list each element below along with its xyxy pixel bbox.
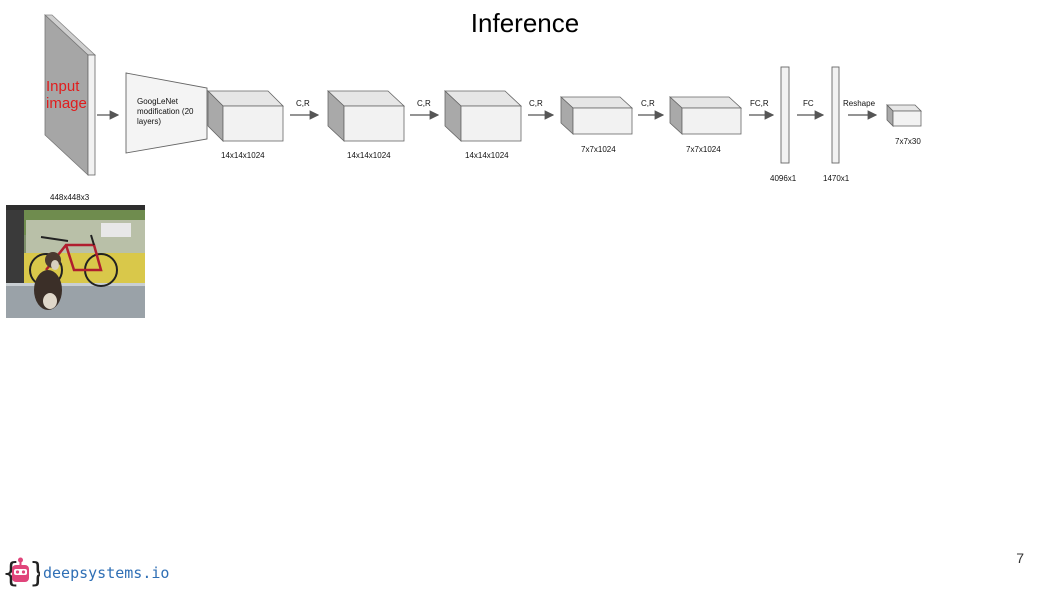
conv-block-5	[668, 96, 743, 135]
conv-block-3	[443, 90, 523, 142]
op-label: C,R	[529, 99, 543, 108]
brand-name: deepsystems.io	[43, 564, 170, 582]
dims-label: 4096x1	[770, 174, 797, 183]
op-label: C,R	[641, 99, 655, 108]
slide-title: Inference	[470, 8, 580, 38]
dims-label: 7x7x1024	[686, 145, 721, 154]
svg-text:}: }	[29, 556, 40, 589]
fc-bar-4096	[780, 66, 790, 164]
conv-block-1	[207, 90, 284, 142]
page-number: 7	[1016, 550, 1024, 566]
output-block	[886, 104, 922, 127]
input-dims-label: 448x448x3	[50, 193, 90, 202]
input-image-label: Input image	[46, 78, 87, 112]
op-label: FC,R	[750, 99, 769, 108]
dims-label: 14x14x1024	[221, 151, 265, 160]
op-label: FC	[803, 99, 814, 108]
googlenet-trapezoid	[125, 72, 208, 154]
sample-photo-dog-bicycle	[6, 205, 145, 318]
dims-label: 1470x1	[823, 174, 850, 183]
input-image-slab	[43, 14, 97, 176]
op-label: Reshape	[843, 99, 876, 108]
conv-block-2	[326, 90, 406, 142]
dims-label: 14x14x1024	[347, 151, 391, 160]
op-label: C,R	[417, 99, 431, 108]
conv-block-4	[559, 96, 634, 135]
dims-label: 7x7x30	[895, 137, 921, 146]
fc-bar-1470	[831, 66, 840, 164]
op-label: C,R	[296, 99, 310, 108]
googlenet-label: GoogLeNet modification (20 layers)	[137, 97, 194, 126]
robot-logo-icon: { }	[2, 556, 40, 589]
dims-label: 14x14x1024	[465, 151, 509, 160]
dims-label: 7x7x1024	[581, 145, 616, 154]
